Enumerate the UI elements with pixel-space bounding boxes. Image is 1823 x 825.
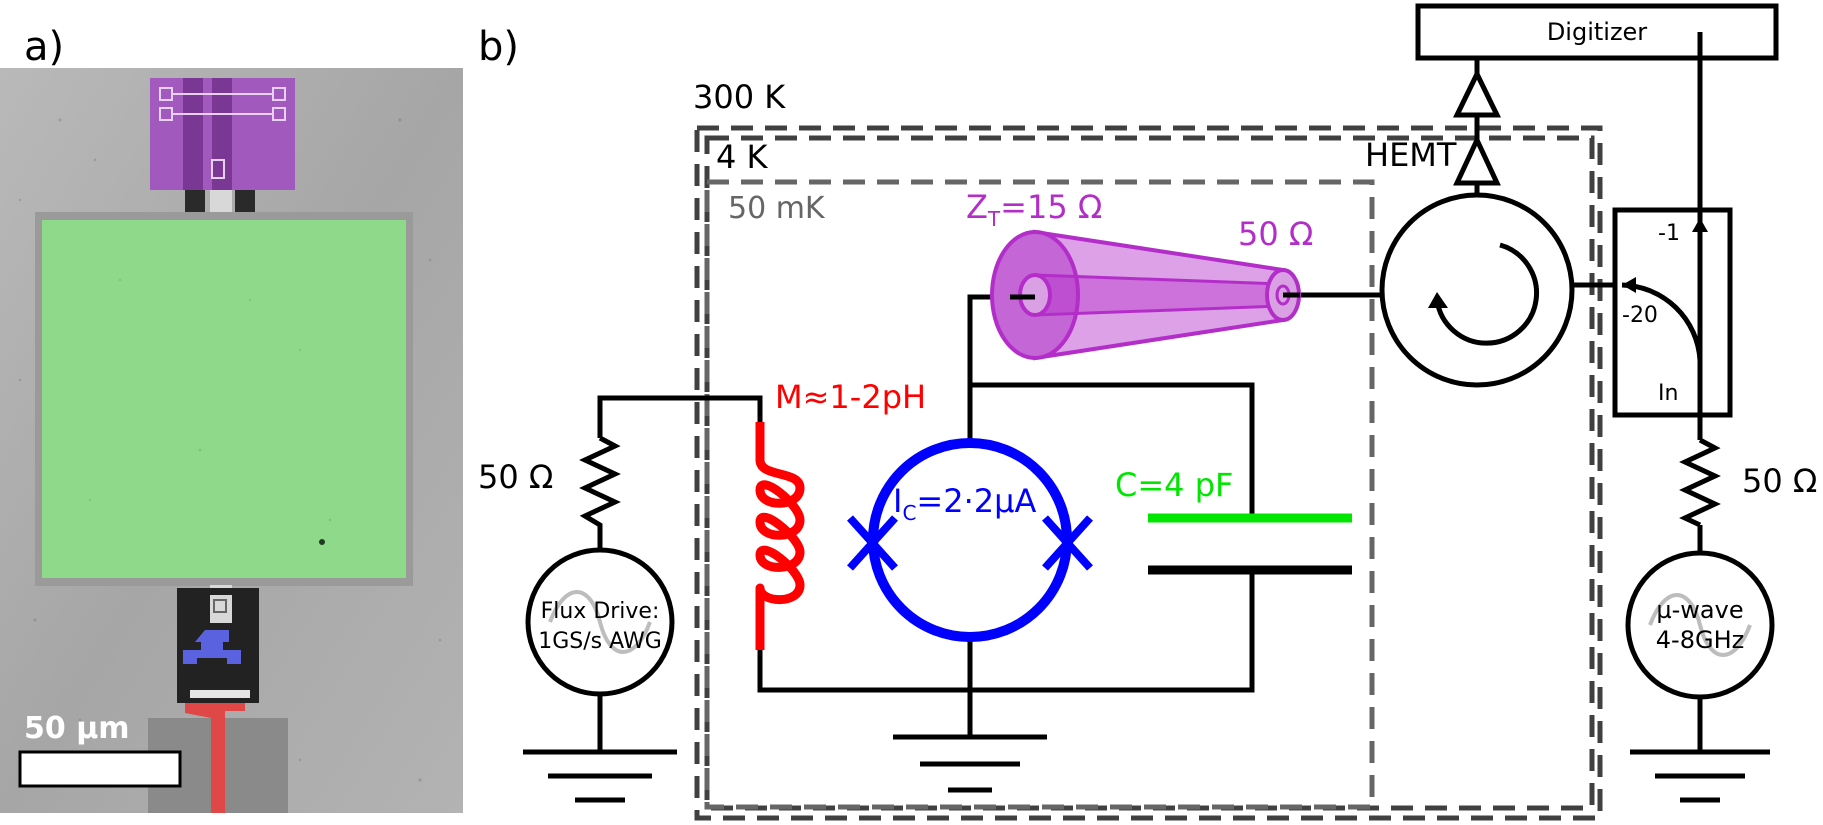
circulator-arrow-icon (1434, 242, 1540, 346)
circulator (1379, 192, 1575, 388)
mutual-inductance-label: M≈1-2pH (775, 378, 926, 416)
taper-impedance-label: ZT=15 Ω (966, 188, 1102, 231)
flux-drive-label-1: Flux Drive: (541, 599, 660, 624)
squid-loop (868, 438, 1072, 642)
digitizer-box (1415, 3, 1779, 61)
directional-coupler (1612, 207, 1733, 418)
digitizer-label: Digitizer (1547, 18, 1647, 46)
josephson-junction-left-icon (847, 515, 898, 571)
coupler-in-label: In (1658, 381, 1678, 406)
amplifier-triangle-upper (1452, 68, 1502, 118)
microwave-label-1: µ-wave (1656, 596, 1743, 624)
flux-line (185, 703, 245, 813)
microwave-sine-icon (1648, 593, 1752, 657)
scale-bar-label: 50 µm (24, 711, 130, 746)
microwave-resistor-label: 50 Ω (1742, 462, 1817, 500)
stage-50mk-label: 50 mK (728, 191, 826, 226)
ground-icon-microwave (1630, 749, 1770, 803)
coupler-coupled-label: -20 (1622, 303, 1658, 328)
coupler-through-label: -1 (1658, 221, 1680, 246)
panel-b-label: b) (478, 24, 519, 70)
squid (183, 630, 241, 664)
scale-bar (18, 750, 182, 788)
stage-4k-label: 4 K (716, 138, 769, 176)
micrograph: 50 µm (0, 68, 463, 813)
flux-bias-wire (597, 395, 763, 438)
circuit-top-wire (967, 382, 1255, 515)
circuit-bottom-wire (757, 570, 1255, 693)
critical-current-label: IC=2·2µA (893, 482, 1036, 525)
stage-300k-box (694, 125, 1603, 821)
capacitor-pad (42, 220, 406, 578)
microwave-resistor (1679, 437, 1721, 528)
amplifier-triangle-lower (1453, 134, 1501, 186)
ground-icon-flux (523, 749, 677, 803)
coupler-through-arrow-icon (1692, 218, 1708, 232)
flux-bias-resistor (579, 435, 621, 550)
hemt-label: HEMT (1365, 136, 1457, 174)
flux-bias-resistor-label: 50 Ω (478, 458, 553, 496)
stage-300k-label: 300 K (693, 78, 786, 116)
inductor-coil (755, 422, 805, 650)
flux-drive-label-2: 1GS/s AWG (538, 629, 662, 654)
panel-a-label: a) (24, 24, 64, 70)
pad-texture (88, 278, 332, 522)
flux-drive-sine-icon (548, 590, 652, 654)
microwave-label-2: 4-8GHz (1656, 626, 1744, 654)
tapered-transmission-line (990, 229, 1301, 361)
capacitance-label: C=4 pF (1115, 466, 1233, 504)
taper-port-label: 50 Ω (1238, 215, 1313, 253)
ground-icon-circuit (893, 734, 1047, 793)
coupler-coupled-path (1621, 282, 1703, 361)
josephson-junction-right-icon (1042, 515, 1093, 571)
